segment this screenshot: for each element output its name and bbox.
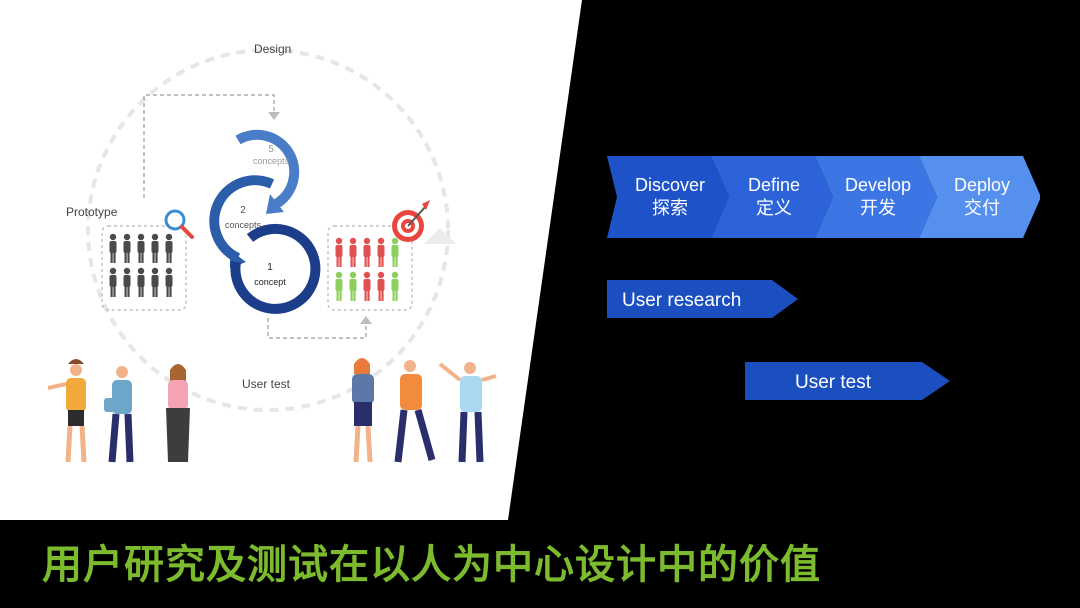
user-research-label: User research bbox=[622, 290, 741, 311]
five-num: 5 bbox=[268, 144, 274, 155]
person-icon bbox=[137, 267, 145, 297]
stage-en-label: Discover bbox=[635, 175, 705, 195]
design-label: Design bbox=[254, 42, 292, 56]
white-panel bbox=[0, 0, 582, 520]
design-connector-arrow-icon bbox=[268, 112, 280, 120]
person-icon bbox=[123, 267, 131, 297]
person-icon bbox=[109, 267, 117, 297]
stage-chevron bbox=[607, 156, 729, 238]
stage-zh-label: 定义 bbox=[756, 198, 792, 218]
person-icon bbox=[165, 233, 173, 263]
user-test-label: User test bbox=[242, 377, 291, 391]
stage-develop: Develop 开发 bbox=[815, 156, 937, 238]
user-test-bar-label: User test bbox=[795, 372, 872, 393]
stage-zh-label: 开发 bbox=[860, 198, 896, 218]
gray-people-group bbox=[109, 233, 173, 297]
person-icon bbox=[151, 233, 159, 263]
ring-five bbox=[235, 129, 300, 209]
stage-zh-label: 交付 bbox=[964, 198, 1000, 218]
person-icon bbox=[109, 233, 117, 263]
ring-one bbox=[230, 223, 321, 314]
person-icon bbox=[377, 237, 385, 267]
person-icon bbox=[137, 233, 145, 263]
target-icon bbox=[392, 200, 430, 242]
person-icon bbox=[335, 237, 343, 267]
stage-discover: Discover 探索 bbox=[607, 156, 729, 238]
one-word: concept bbox=[254, 277, 286, 287]
cycle-circle bbox=[86, 48, 450, 412]
process-stages: Discover 探索 Define 定义 Develop 开发 Deploy 交付 bbox=[607, 156, 1040, 238]
person-icon bbox=[363, 271, 371, 301]
design-connector bbox=[143, 94, 275, 198]
stage-en-label: Deploy bbox=[954, 175, 1010, 195]
ucd-cycle-diagram: 5 concepts 2 concepts 1 concept bbox=[47, 48, 497, 463]
person-icon bbox=[151, 267, 159, 297]
test-connector bbox=[267, 318, 367, 339]
color-people-group bbox=[335, 237, 399, 301]
ring-five-arrow-icon bbox=[266, 194, 284, 214]
user-test-bar: User test bbox=[745, 362, 950, 400]
two-num: 2 bbox=[240, 205, 246, 216]
stage-chevron bbox=[815, 156, 937, 238]
person-icon bbox=[123, 233, 131, 263]
caption-title: 用户研究及测试在以人为中心设计中的价值 bbox=[42, 542, 821, 588]
stage-chevron bbox=[919, 156, 1040, 238]
test-connector-arrow-icon bbox=[360, 316, 372, 324]
activity-bars: User research User test bbox=[607, 280, 950, 400]
stage-en-label: Define bbox=[748, 175, 800, 195]
person-icon bbox=[335, 271, 343, 301]
stage-deploy: Deploy 交付 bbox=[919, 156, 1040, 238]
stage-chevron bbox=[711, 156, 833, 238]
stage-en-label: Develop bbox=[845, 175, 911, 195]
user-research-bar: User research bbox=[607, 280, 798, 318]
people-illustration-right bbox=[352, 358, 497, 463]
user-test-box bbox=[327, 225, 413, 311]
five-word: concepts bbox=[253, 156, 290, 166]
people-illustration-left bbox=[47, 359, 190, 463]
prototype-box bbox=[101, 225, 187, 311]
person-icon bbox=[165, 267, 173, 297]
person-icon bbox=[391, 237, 399, 267]
magnifier-icon bbox=[164, 209, 194, 239]
one-num: 1 bbox=[267, 262, 273, 273]
person-icon bbox=[363, 237, 371, 267]
prototype-label: Prototype bbox=[66, 205, 118, 219]
person-icon bbox=[377, 271, 385, 301]
person-icon bbox=[349, 271, 357, 301]
stage-define: Define 定义 bbox=[711, 156, 833, 238]
ring-two bbox=[209, 175, 275, 263]
two-word: concepts bbox=[225, 220, 262, 230]
person-icon bbox=[349, 237, 357, 267]
stage-zh-label: 探索 bbox=[652, 198, 688, 218]
cycle-arrow-icon bbox=[424, 228, 456, 244]
person-icon bbox=[391, 271, 399, 301]
